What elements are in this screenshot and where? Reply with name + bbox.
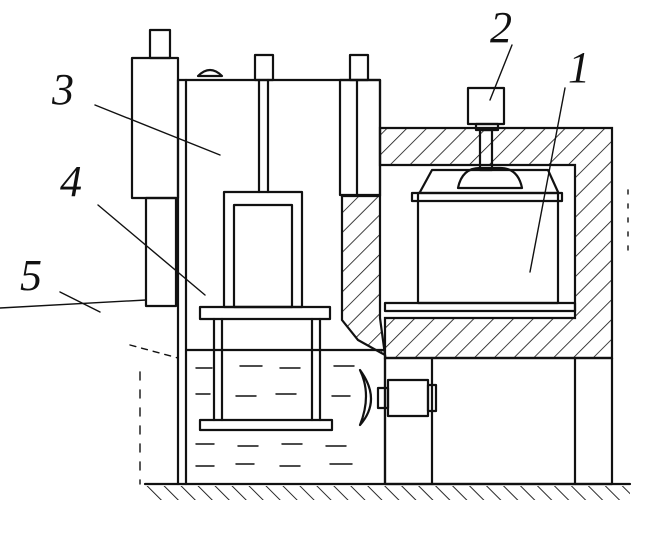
ground	[143, 482, 632, 500]
top-device	[418, 86, 560, 194]
label-4: 4	[60, 157, 82, 206]
inner-frame	[198, 190, 334, 432]
label-3: 3	[51, 65, 74, 114]
liquid	[184, 348, 387, 467]
label-2: 2	[490, 3, 512, 52]
top-rods	[253, 53, 382, 197]
furnace-block	[340, 126, 614, 360]
label-5: 5	[20, 251, 42, 300]
motor	[358, 368, 438, 427]
auxiliary-lines	[129, 189, 629, 485]
label-1: 1	[568, 43, 590, 92]
lower-cabinet	[383, 356, 614, 486]
leader-lines	[0, 44, 566, 313]
left-column	[130, 28, 180, 308]
